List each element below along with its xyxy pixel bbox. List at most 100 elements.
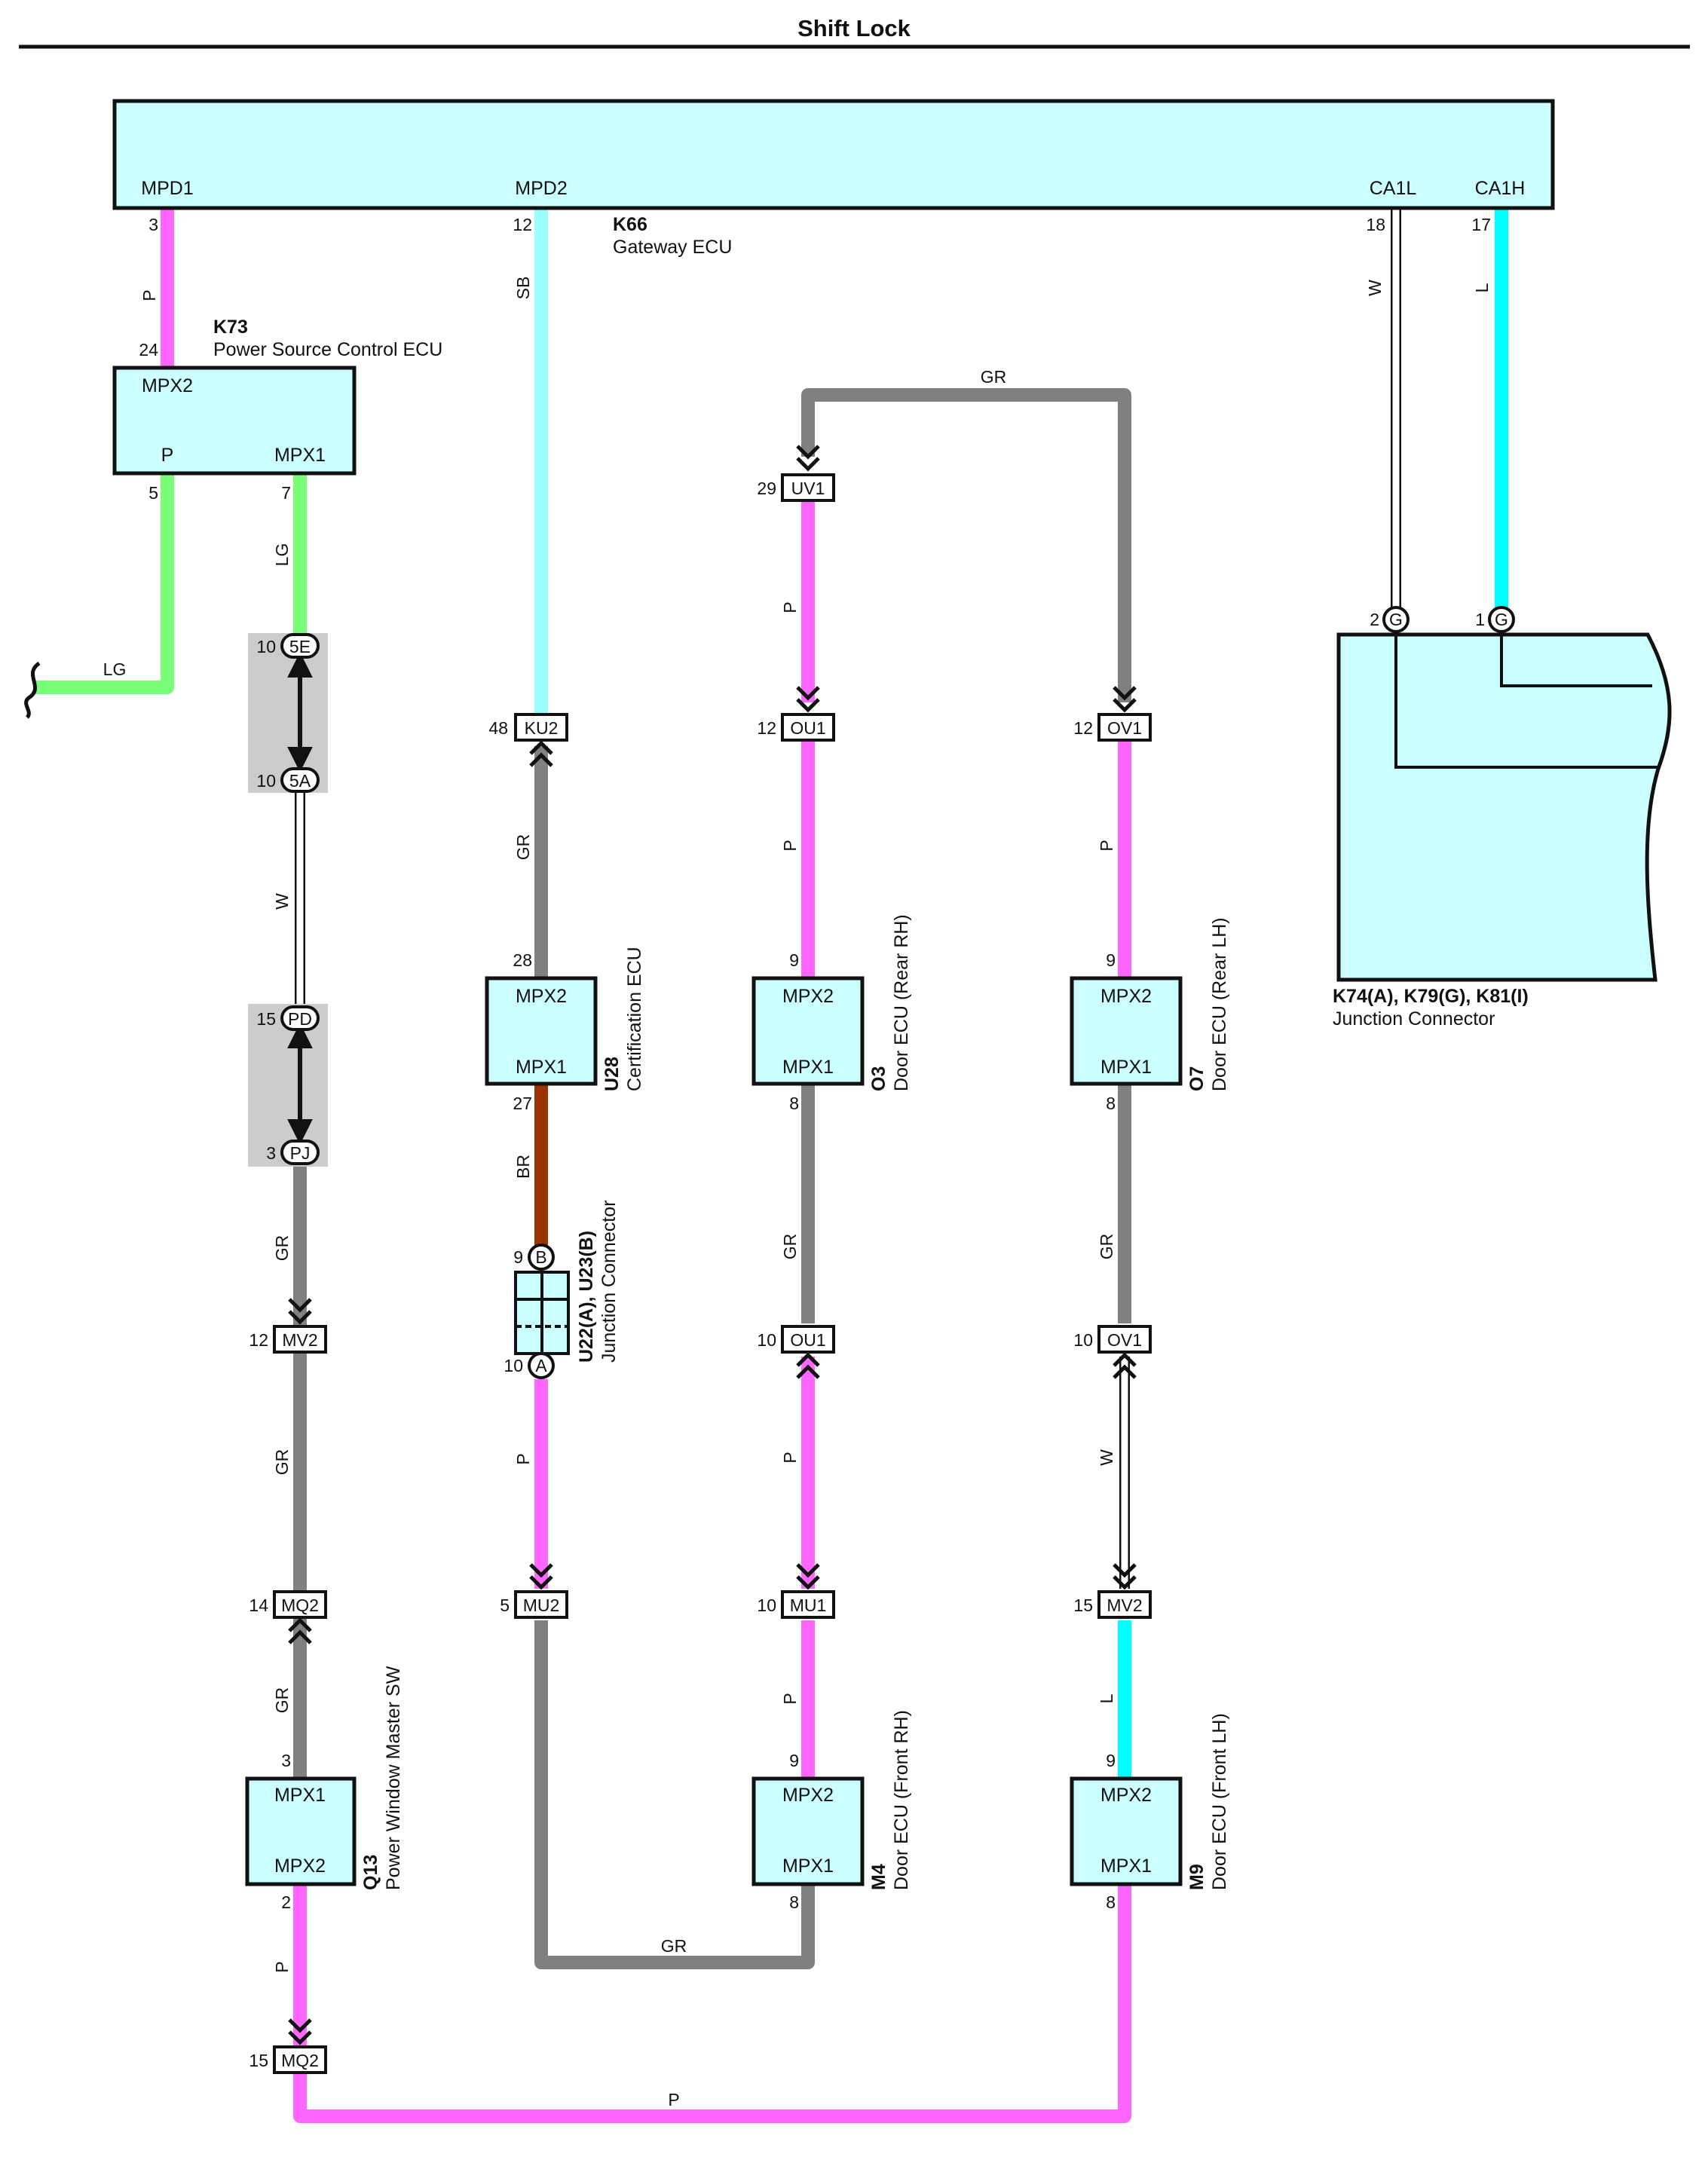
wc-mpd2: SB: [513, 277, 533, 300]
pin-k66-ca1l: 18: [1366, 215, 1385, 234]
pin-uv1: 29: [757, 479, 776, 498]
k66-pin-ca1h: CA1H: [1475, 178, 1526, 199]
q13-name: Power Window Master SW: [383, 1666, 404, 1890]
wc-gr-mv2-mq2: GR: [272, 1449, 292, 1476]
wire-break-symbol: [24, 661, 41, 719]
o3-name: Door ECU (Rear RH): [891, 914, 912, 1091]
wire-gr-top: [801, 388, 1131, 702]
k74-name: Junction Connector: [1333, 1008, 1495, 1029]
connector-ku2: [514, 713, 568, 742]
pin-g1: 1: [1475, 610, 1485, 629]
pin-5a: 10: [256, 771, 276, 791]
o3-pin-mpx2: MPX2: [782, 986, 834, 1007]
wire-q13-m9: [293, 1886, 1131, 2123]
m9-pin-mpx2: MPX2: [1100, 1785, 1152, 1806]
m9-name: Door ECU (Front LH): [1209, 1713, 1230, 1890]
connector-pd: [280, 1005, 320, 1031]
connector-ou1-top: [781, 713, 835, 742]
connector-ov1-top: [1097, 713, 1152, 742]
wc-p-bottom: P: [668, 2090, 679, 2109]
pin-mv2-left: 12: [249, 1330, 268, 1350]
connector-5e-label: 5E: [289, 637, 311, 656]
component-u28: [485, 976, 598, 1086]
pin-u28-mpx2: 28: [513, 950, 532, 970]
connector-ov1-bottom-label: OV1: [1107, 1330, 1142, 1350]
pin-mq2-mid: 14: [249, 1595, 268, 1615]
o7-pin-mpx1: MPX1: [1100, 1057, 1152, 1078]
pin-ou1-bottom: 10: [757, 1330, 776, 1350]
pin-u28-mpx1: 27: [513, 1094, 532, 1113]
connector-b: [528, 1244, 555, 1271]
wc-p-a-mu2: P: [513, 1453, 533, 1464]
k74-internal-a: [1500, 635, 1652, 687]
pin-k66-mpd2: 12: [513, 215, 532, 234]
wire-k73-p: [34, 475, 174, 694]
connector-mu2: [514, 1590, 568, 1619]
wc-l-mv2-m9: L: [1097, 1693, 1116, 1703]
component-m9: [1070, 1776, 1183, 1886]
k73-code: K73: [213, 317, 248, 338]
connector-mq2-mid-label: MQ2: [281, 1595, 319, 1615]
u28-code: U28: [601, 1057, 623, 1091]
connector-a: [528, 1352, 555, 1379]
m4-pin-mpx2: MPX2: [782, 1785, 834, 1806]
pin-a: 10: [504, 1356, 523, 1375]
pill-connectors: 5E 5A PD PJ: [280, 633, 320, 1165]
k73-pin-mpx1: MPX1: [274, 445, 326, 466]
connector-g2: [1382, 606, 1410, 633]
pin-g2: 2: [1370, 610, 1379, 629]
k66-pin-mpd1: MPD1: [141, 178, 193, 199]
connector-mv2-right-label: MV2: [1107, 1595, 1142, 1615]
q13-pin-mpx2: MPX2: [274, 1855, 326, 1877]
connector-g2-label: G: [1389, 610, 1403, 629]
wc-gr-o3-ou1: GR: [780, 1234, 800, 1260]
k66-pin-mpd2: MPD2: [515, 178, 567, 199]
o3-code: O3: [868, 1066, 889, 1091]
wire-mu2-m4: [534, 1620, 815, 1969]
connector-pd-label: PD: [288, 1009, 312, 1029]
pin-numbers: 3 12 18 17 24 5 7 10 10 15 3 12 14 3 2 1…: [139, 215, 1491, 2070]
wc-mpd1: P: [139, 289, 159, 301]
component-m4: [751, 1776, 865, 1886]
pin-k66-ca1h: 17: [1471, 215, 1491, 234]
connector-5a-label: 5A: [289, 771, 311, 791]
pin-q13-mpx1: 3: [281, 1751, 291, 1770]
pin-mv2-right: 15: [1073, 1595, 1093, 1615]
component-q13: [245, 1776, 357, 1886]
connector-mv2-left-label: MV2: [282, 1330, 317, 1350]
u28-name: Certification ECU: [624, 947, 645, 1091]
k66-pin-ca1l: CA1L: [1370, 178, 1417, 199]
connector-g1: [1488, 606, 1515, 633]
connector-mq2-mid: [273, 1590, 327, 1619]
connector-ku2-label: KU2: [525, 718, 559, 738]
pin-o7-mpx1: 8: [1106, 1094, 1116, 1113]
wc-p-q13-mq2: P: [272, 1961, 292, 1972]
k66-name: Gateway ECU: [613, 237, 732, 258]
o7-name: Door ECU (Rear LH): [1209, 917, 1230, 1091]
wc-p-ou1-mu1: P: [780, 1452, 800, 1463]
circle-connectors: B A G G: [528, 606, 1515, 1379]
pin-ov1-top: 12: [1073, 718, 1093, 738]
connector-mu1-label: MU1: [790, 1595, 827, 1615]
m9-pin-mpx1: MPX1: [1100, 1855, 1152, 1877]
m4-pin-mpx1: MPX1: [782, 1855, 834, 1877]
wc-k73-p: LG: [103, 659, 127, 679]
wc-p-ov1-o7: P: [1097, 840, 1116, 851]
pin-mu2: 5: [500, 1595, 510, 1615]
k74-internal-b: [1394, 635, 1658, 769]
connector-uv1: [781, 473, 835, 502]
wc-p-mu1-m4: P: [780, 1693, 800, 1704]
connector-pj-label: PJ: [290, 1143, 311, 1163]
pin-ku2: 48: [488, 718, 508, 738]
m4-name: Door ECU (Front RH): [891, 1710, 912, 1890]
pin-m9-mpx1: 8: [1106, 1892, 1116, 1912]
pin-m4-mpx1: 8: [789, 1892, 799, 1912]
q13-code: Q13: [360, 1855, 381, 1890]
pin-k73-mpx1: 7: [281, 483, 291, 503]
component-o7: [1070, 976, 1183, 1086]
wc-gr-top: GR: [981, 367, 1007, 387]
component-k73: [112, 366, 357, 476]
wc-k73-mpx1: LG: [272, 543, 292, 567]
m9-code: M9: [1186, 1864, 1208, 1890]
